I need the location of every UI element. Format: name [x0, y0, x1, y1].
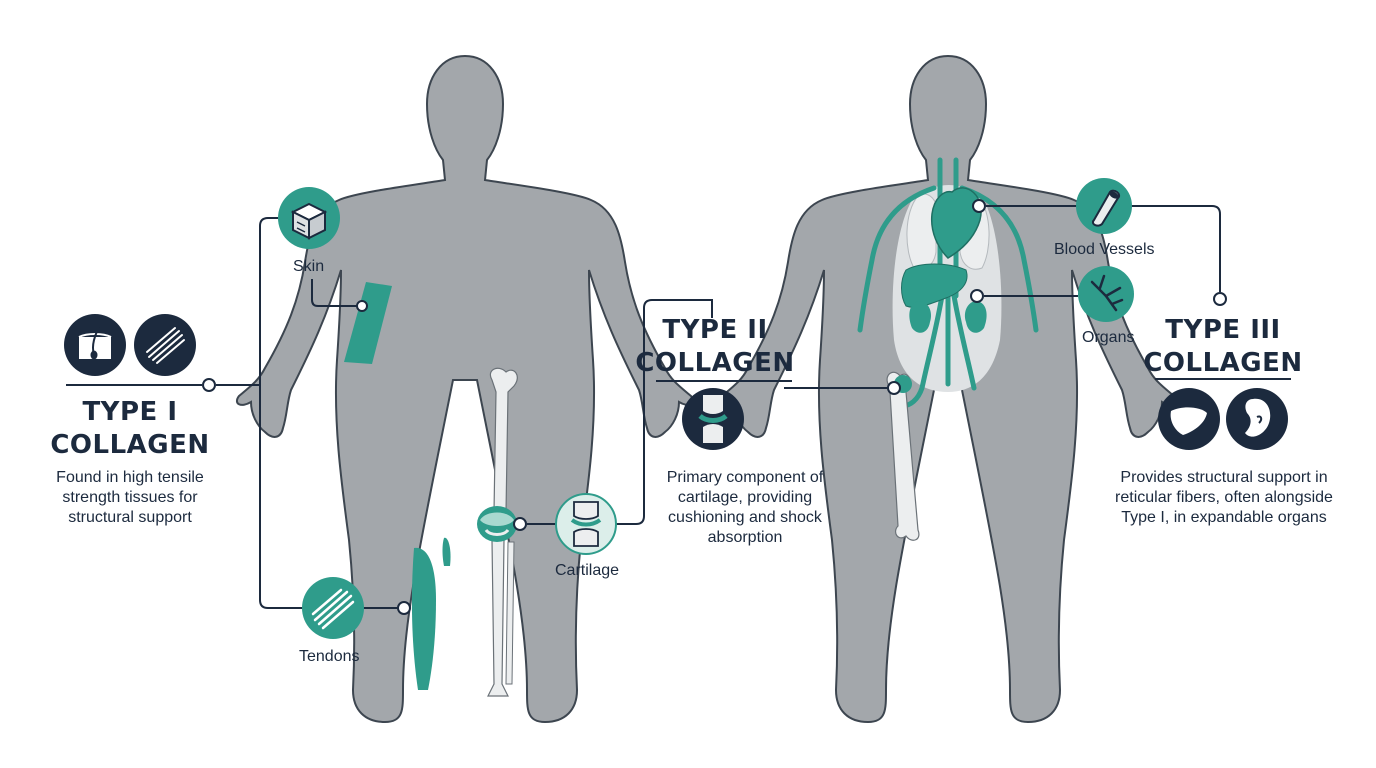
organs-label: Organs	[1082, 329, 1135, 346]
tendons-label: Tendons	[299, 648, 360, 665]
type3-description: Provides structural support in reticular…	[1115, 469, 1333, 526]
cartilage-label: Cartilage	[555, 562, 620, 579]
tendon-region-calf-inner	[442, 537, 451, 566]
cartilage-icon	[555, 493, 617, 555]
right-figure-femur	[886, 371, 920, 541]
left-kidney	[909, 301, 932, 333]
skin-label: Skin	[293, 258, 325, 275]
liver	[901, 263, 968, 308]
liver-icon	[1158, 388, 1220, 450]
type2-title: TYPE II COLLAGEN	[635, 315, 795, 378]
connector-lines	[66, 205, 1221, 609]
knee-joint-icon	[682, 388, 744, 450]
skin-icon	[278, 187, 340, 249]
blood-vessels-label: Blood Vessels	[1054, 241, 1155, 258]
type3-title-rule	[1155, 378, 1291, 380]
skin-region-forearm	[344, 282, 392, 364]
connector-end-dots	[202, 199, 1227, 615]
skin-hair-follicle-icon	[64, 314, 126, 376]
type1-title: TYPE I COLLAGEN	[50, 397, 210, 460]
right-kidney	[964, 301, 987, 333]
organ-branch-icon	[1078, 266, 1134, 322]
type3-title: TYPE III COLLAGEN	[1143, 315, 1303, 378]
knee-cartilage	[477, 506, 517, 542]
left-body-figure	[235, 55, 695, 723]
type1-description: Found in high tensile strength tissues f…	[56, 469, 204, 526]
type2-title-rule	[656, 380, 792, 382]
blood-vessel-icon	[1076, 178, 1132, 234]
tendons-icon	[302, 577, 364, 639]
type2-description: Primary component of cartilage, providin…	[666, 469, 824, 546]
fiber-bundle-icon	[134, 314, 196, 376]
heart	[930, 187, 982, 259]
tendon-region-calf	[411, 547, 436, 690]
leg-skeleton	[487, 367, 518, 697]
kidney-icon	[1226, 388, 1288, 450]
